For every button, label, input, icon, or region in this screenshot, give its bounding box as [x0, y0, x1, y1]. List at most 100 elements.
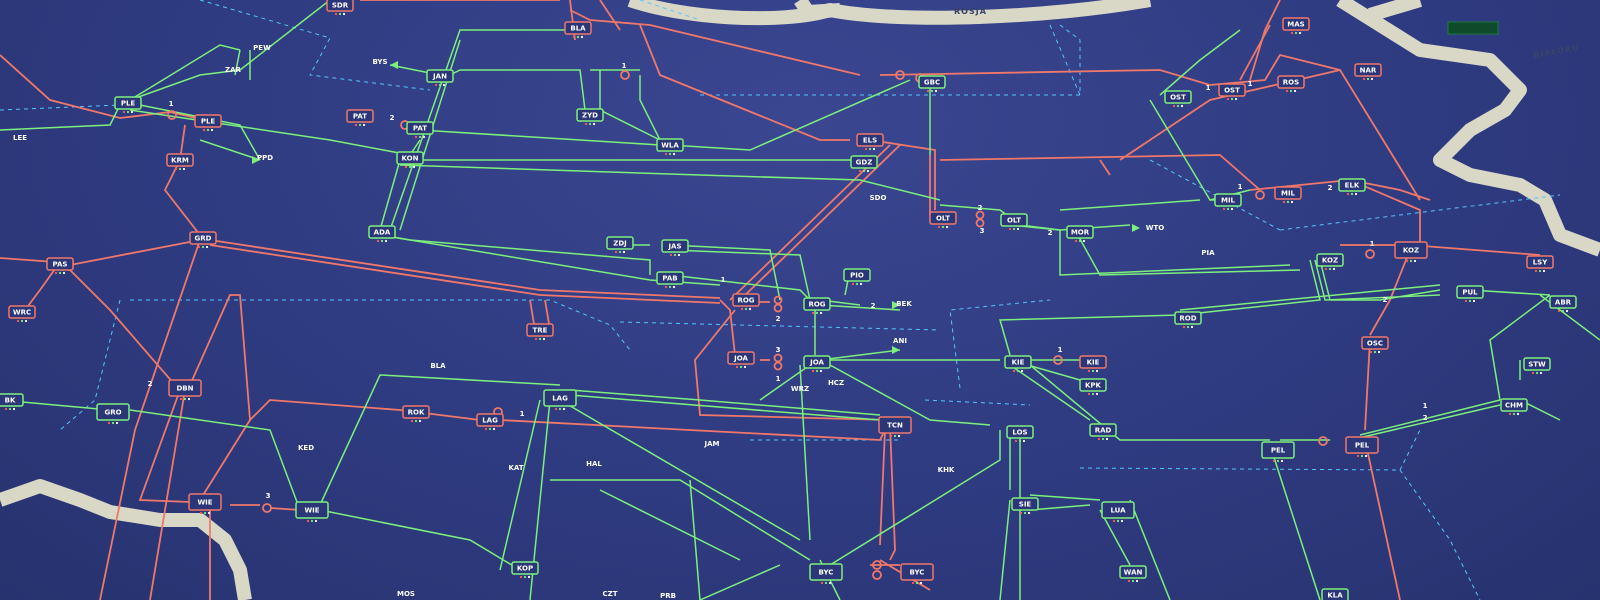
status-dot [1020, 369, 1024, 373]
substation-rok[interactable]: ROK [402, 405, 430, 423]
status-dot [819, 311, 823, 315]
substation-olt-e[interactable]: OLT [1000, 213, 1028, 231]
substation-pul[interactable]: PUL [1456, 285, 1484, 303]
substation-gdz[interactable]: GDZ [850, 155, 878, 173]
line-count-label: 2 [871, 302, 876, 310]
substation-zdj[interactable]: ZDJ [606, 236, 634, 254]
substation-koz-e[interactable]: KOZ [1394, 241, 1428, 263]
substation-pat[interactable]: PAT [346, 109, 374, 127]
status-dot [1120, 519, 1124, 523]
substation-sie[interactable]: SIE [1011, 497, 1039, 515]
line-count-label: 1 [1248, 80, 1253, 88]
status-dot [54, 271, 58, 275]
status-dot [310, 519, 314, 523]
substation-olt-w[interactable]: OLT [929, 211, 957, 229]
substation-pio[interactable]: PIO [843, 268, 871, 286]
substation-ple-e[interactable]: PLE [194, 114, 222, 132]
substation-mil-w[interactable]: MIL [1214, 193, 1242, 211]
place-label-ked: KED [298, 444, 314, 452]
substation-tcn[interactable]: TCN [878, 416, 912, 438]
substation-roq-e[interactable]: ROG [803, 297, 831, 315]
substation-pas[interactable]: PAS [46, 257, 74, 275]
substation-box [850, 155, 878, 169]
substation-box [368, 225, 396, 239]
status-dot [1542, 269, 1546, 273]
substation-lua[interactable]: LUA [1101, 501, 1135, 523]
substation-sdr[interactable]: SDR [326, 0, 354, 16]
substation-mor[interactable]: MOR [1066, 225, 1094, 243]
status-dot [412, 165, 416, 169]
substation-label: CHM [1505, 402, 1523, 410]
substation-box [1079, 355, 1107, 369]
substation-gbc[interactable]: GBC [918, 75, 946, 93]
substation-label: TCN [887, 422, 903, 430]
substation-wla[interactable]: WLA [656, 138, 684, 156]
substation-zyd[interactable]: ZYD [576, 108, 604, 126]
substation-jan[interactable]: JAN [426, 69, 454, 87]
substation-nar[interactable]: NAR [1354, 63, 1382, 81]
substation-label: ROD [1179, 315, 1196, 323]
substation-kop[interactable]: KOP [511, 561, 539, 579]
substation-label: WRC [13, 309, 31, 317]
substation-wan[interactable]: WAN [1119, 565, 1147, 583]
substation-krm[interactable]: KRM [166, 153, 194, 171]
status-dot [418, 135, 422, 139]
substation-lag-w[interactable]: LAG [476, 413, 504, 431]
substation-wie-w[interactable]: WIE [188, 493, 222, 515]
substation-osc[interactable]: OSC [1361, 336, 1389, 354]
substation-ada[interactable]: ADA [368, 225, 396, 243]
substation-elk[interactable]: ELK [1338, 178, 1366, 196]
substation-box [8, 305, 36, 319]
substation-stw[interactable]: STW [1523, 357, 1551, 375]
substation-ros[interactable]: ROS [1277, 75, 1305, 93]
substation-roq-w[interactable]: ROG [732, 293, 760, 311]
substation-bla[interactable]: BLA [564, 21, 592, 39]
substation-sbk[interactable]: BK [0, 393, 24, 411]
substation-abr[interactable]: ABR [1549, 295, 1577, 313]
substation-pab[interactable]: PAB [656, 271, 684, 289]
substation-joa-e[interactable]: JOA [803, 355, 831, 373]
status-dot [1027, 511, 1031, 515]
substation-koz-w[interactable]: KOZ [1316, 253, 1344, 271]
substation-mas[interactable]: MAS [1282, 17, 1310, 35]
substation-pel-e[interactable]: PEL [1345, 436, 1379, 458]
substation-label: BYC [819, 569, 834, 577]
substation-els[interactable]: ELS [856, 133, 884, 151]
substation-gro[interactable]: GRO [96, 403, 130, 425]
substation-lag-e[interactable]: LAG [543, 389, 577, 411]
substation-rad[interactable]: RAD [1089, 423, 1117, 441]
substation-label: WIE [304, 507, 319, 515]
substation-kpk[interactable]: KPK [1079, 378, 1107, 396]
substation-chm[interactable]: CHM [1500, 398, 1528, 416]
substation-kie-w[interactable]: KIE [1004, 355, 1032, 373]
substation-kie-e[interactable]: KIE [1079, 355, 1107, 373]
substation-lsy[interactable]: LSY [1526, 255, 1554, 273]
substation-ple-w[interactable]: PLE [114, 96, 142, 114]
substation-mil-e[interactable]: MIL [1274, 186, 1302, 204]
substation-kla[interactable]: KLA [1321, 588, 1349, 600]
substation-tre[interactable]: TRE [526, 323, 554, 341]
substation-pat2[interactable]: PAT [406, 121, 434, 139]
substation-joa-w[interactable]: JOA [727, 351, 755, 369]
substation-dbn[interactable]: DBN [168, 379, 202, 401]
substation-byc-e[interactable]: BYC [900, 563, 934, 585]
substation-los[interactable]: LOS [1006, 425, 1034, 443]
line-count-label: 1 [1058, 346, 1063, 354]
substation-ost[interactable]: OST [1164, 90, 1192, 108]
place-label-ppd: PPD [257, 154, 273, 162]
status-dot [740, 307, 744, 311]
substation-kon[interactable]: KON [396, 151, 424, 169]
substation-grd[interactable]: GRD [189, 231, 217, 249]
status-dot [334, 12, 338, 16]
substation-ost2[interactable]: OST [1218, 83, 1246, 101]
substation-wie-e[interactable]: WIE [295, 501, 329, 523]
substation-jas[interactable]: JAS [661, 239, 689, 257]
substation-byc-w[interactable]: BYC [809, 563, 843, 585]
place-label-hal: HAL [586, 460, 602, 468]
status-dot [1012, 227, 1016, 231]
substation-pel-w[interactable]: PEL [1261, 441, 1295, 463]
substation-box [1089, 423, 1117, 437]
substation-rod[interactable]: ROD [1174, 311, 1202, 329]
substation-wrc[interactable]: WRC [8, 305, 36, 323]
